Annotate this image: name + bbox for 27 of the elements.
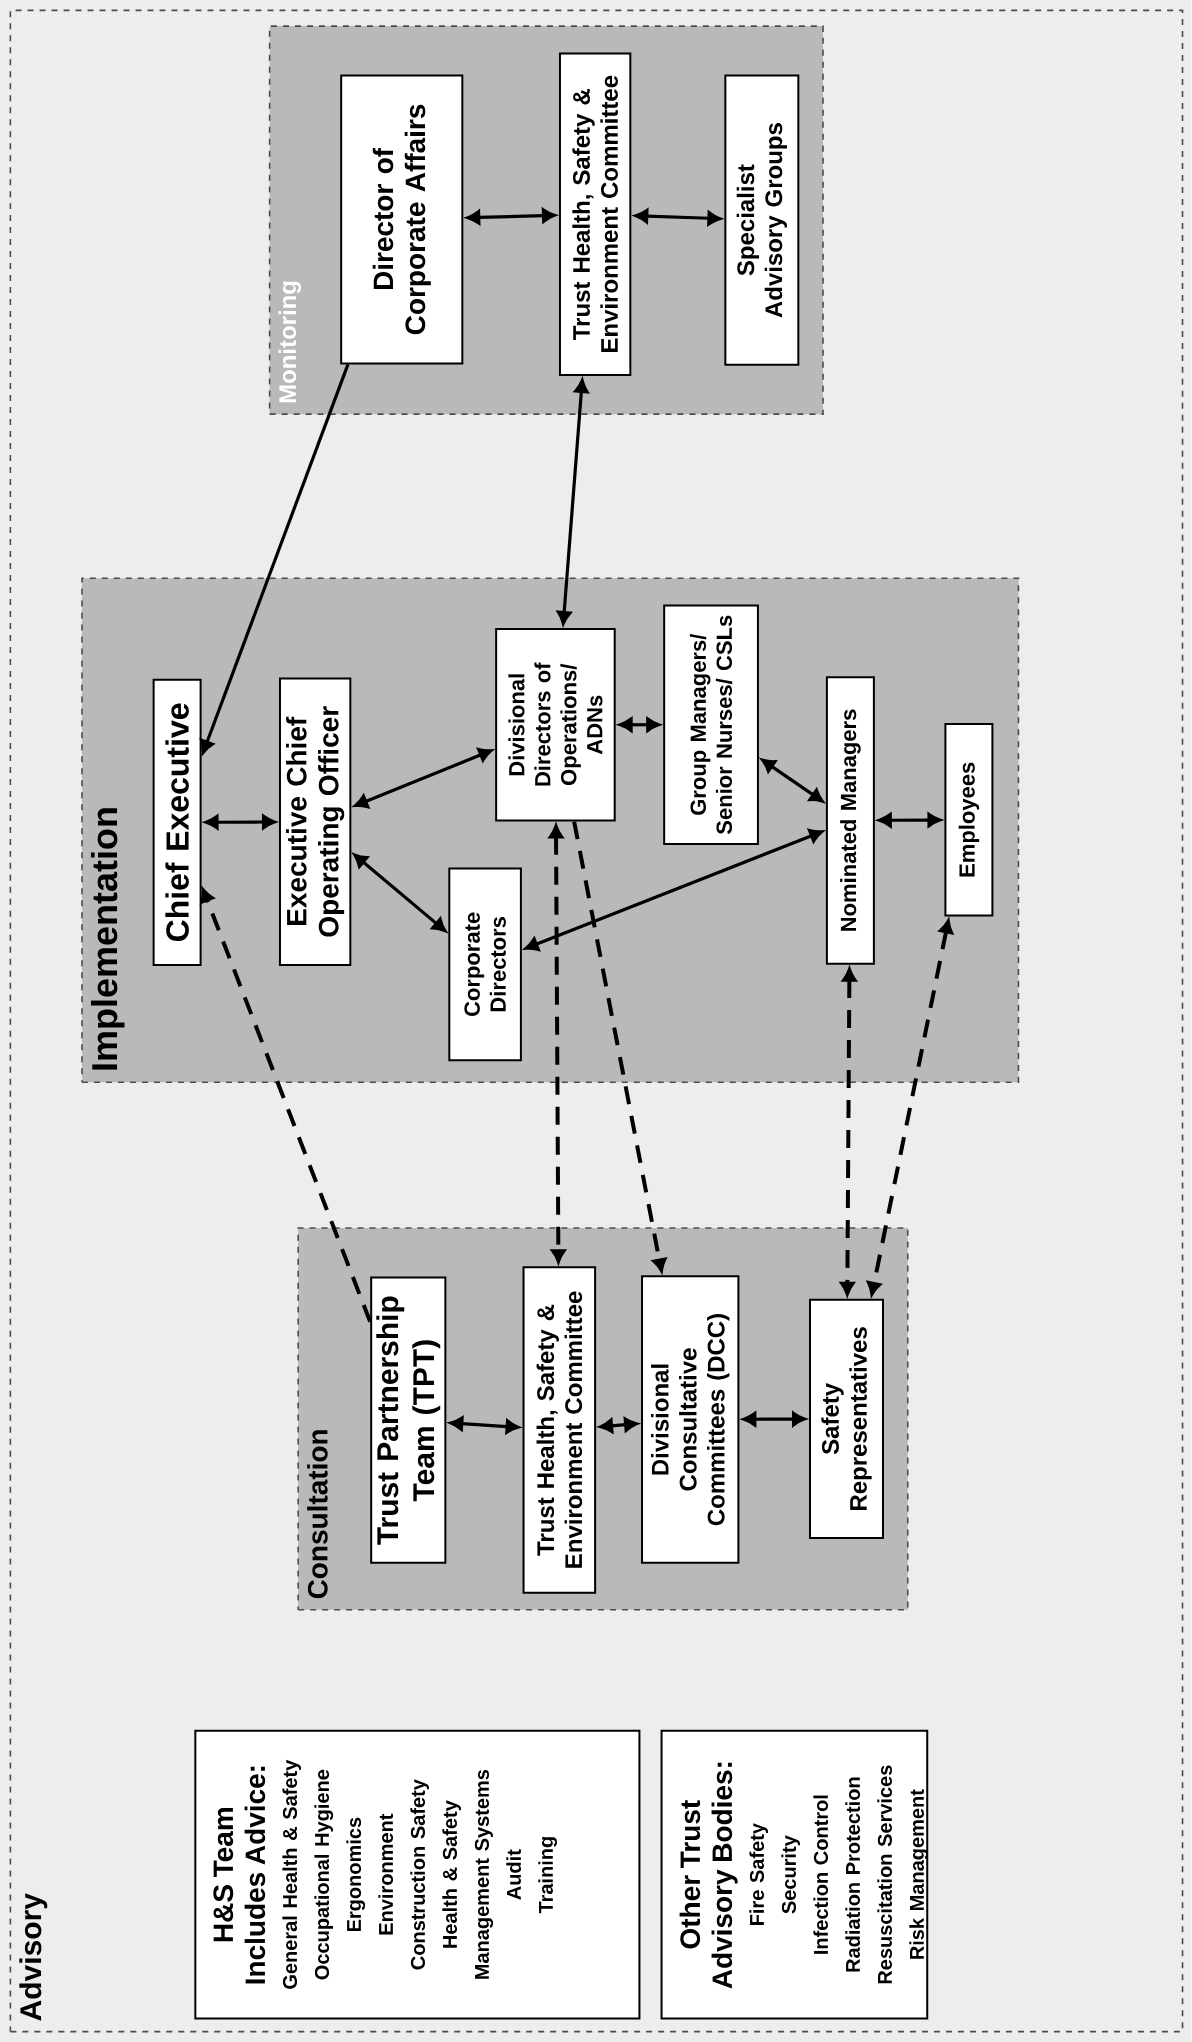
arrow	[742, 1411, 806, 1427]
role-box: Chief Executive	[152, 678, 202, 967]
role-box: Trust Health, Safety & Environment Committee	[559, 52, 632, 377]
arrow	[466, 208, 556, 225]
dashed-arrow	[572, 821, 667, 1272]
advice-box: Other Trust Advisory Bodies: Fire Safety Security Infection Control Radiation Protection Resuscitation Services Risk Management	[660, 1729, 929, 2020]
role-box: Divisional Directors of Operations/ ADNs	[495, 628, 616, 822]
role-box: Trust Partnership Team (TPT)	[370, 1276, 447, 1564]
role-box: Divisional Consultative Committees (DCC)	[641, 1275, 740, 1564]
dashed-arrow	[867, 919, 954, 1296]
arrow	[524, 828, 824, 952]
role-box: Corporate Directors	[448, 867, 523, 1062]
role-box: Trust Health, Safety & Environment Committee	[522, 1266, 597, 1594]
advice-box: H&S Team Includes Advice: General Health & Safety Occupational Hygiene Ergonomics Environment Construction Safety Health & Safety Management Systems Audit Training	[194, 1729, 641, 2020]
role-box: Group Managers/ Senior Nurses/ CSLs	[663, 604, 760, 845]
arrow	[761, 758, 824, 803]
arrow	[599, 1417, 639, 1433]
dashed-arrow	[200, 888, 373, 1323]
arrow	[353, 853, 447, 933]
role-box: Director of Corporate Affairs	[340, 74, 464, 365]
role-box: Safety Representatives	[809, 1298, 885, 1539]
role-box: Nominated Managers	[826, 676, 876, 965]
role-box: Employees	[944, 723, 994, 917]
arrow	[354, 748, 493, 809]
role-box: Specialist Advisory Groups	[724, 74, 800, 366]
arrow	[200, 363, 350, 754]
role-box: Executive Chief Operating Officer	[279, 677, 352, 966]
